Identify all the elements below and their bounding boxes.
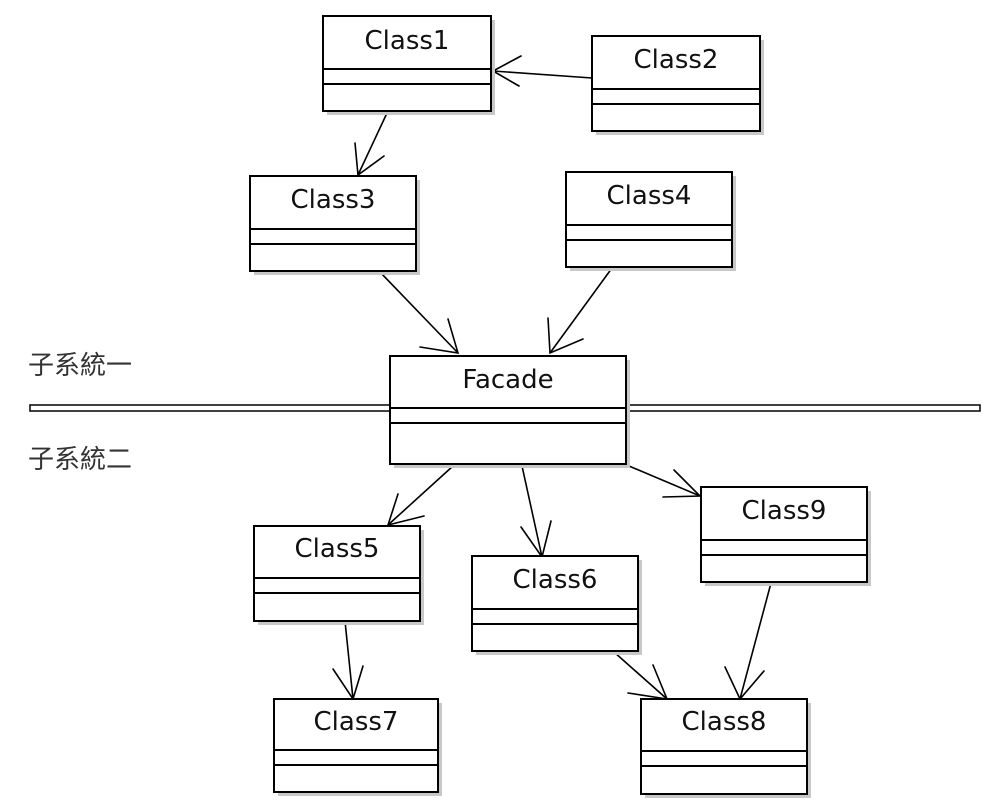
arrow-facade-to-class5 — [386, 465, 454, 527]
arrow-class4-to-facade — [547, 267, 613, 355]
class3-box: Class3 — [249, 175, 420, 275]
class9-name: Class9 — [742, 496, 827, 526]
arrow-class5-to-class7 — [332, 620, 364, 701]
arrow-class9-to-class8 — [724, 582, 772, 701]
class8-box: Class8 — [640, 698, 811, 798]
class8-name: Class8 — [682, 707, 767, 737]
class2-box: Class2 — [591, 35, 764, 135]
class9-box: Class9 — [700, 486, 871, 586]
subsystem-one-label: 子系統一 — [28, 351, 132, 381]
facade-name: Facade — [462, 365, 553, 395]
arrow-facade-to-class6 — [520, 465, 552, 559]
class6-name: Class6 — [513, 565, 598, 595]
class3-name: Class3 — [291, 185, 376, 215]
class6-box: Class6 — [471, 555, 642, 655]
class7-name: Class7 — [314, 707, 399, 737]
class5-name: Class5 — [295, 534, 380, 564]
class5-box: Class5 — [253, 525, 424, 625]
class4-name: Class4 — [607, 181, 692, 211]
arrow-class6-to-class8 — [613, 651, 669, 701]
subsystem-two-label: 子系統二 — [28, 445, 132, 475]
class1-box: Class1 — [322, 15, 495, 115]
arrow-class2-to-class1 — [491, 55, 593, 87]
arrow-class3-to-facade — [379, 271, 460, 354]
class4-box: Class4 — [565, 171, 736, 271]
class1-name: Class1 — [365, 26, 450, 56]
arrow-class1-to-class3 — [354, 112, 388, 177]
class7-box: Class7 — [273, 698, 442, 796]
facade-box: Facade — [389, 355, 630, 468]
class2-name: Class2 — [634, 45, 719, 75]
arrow-facade-to-class9 — [628, 465, 702, 498]
